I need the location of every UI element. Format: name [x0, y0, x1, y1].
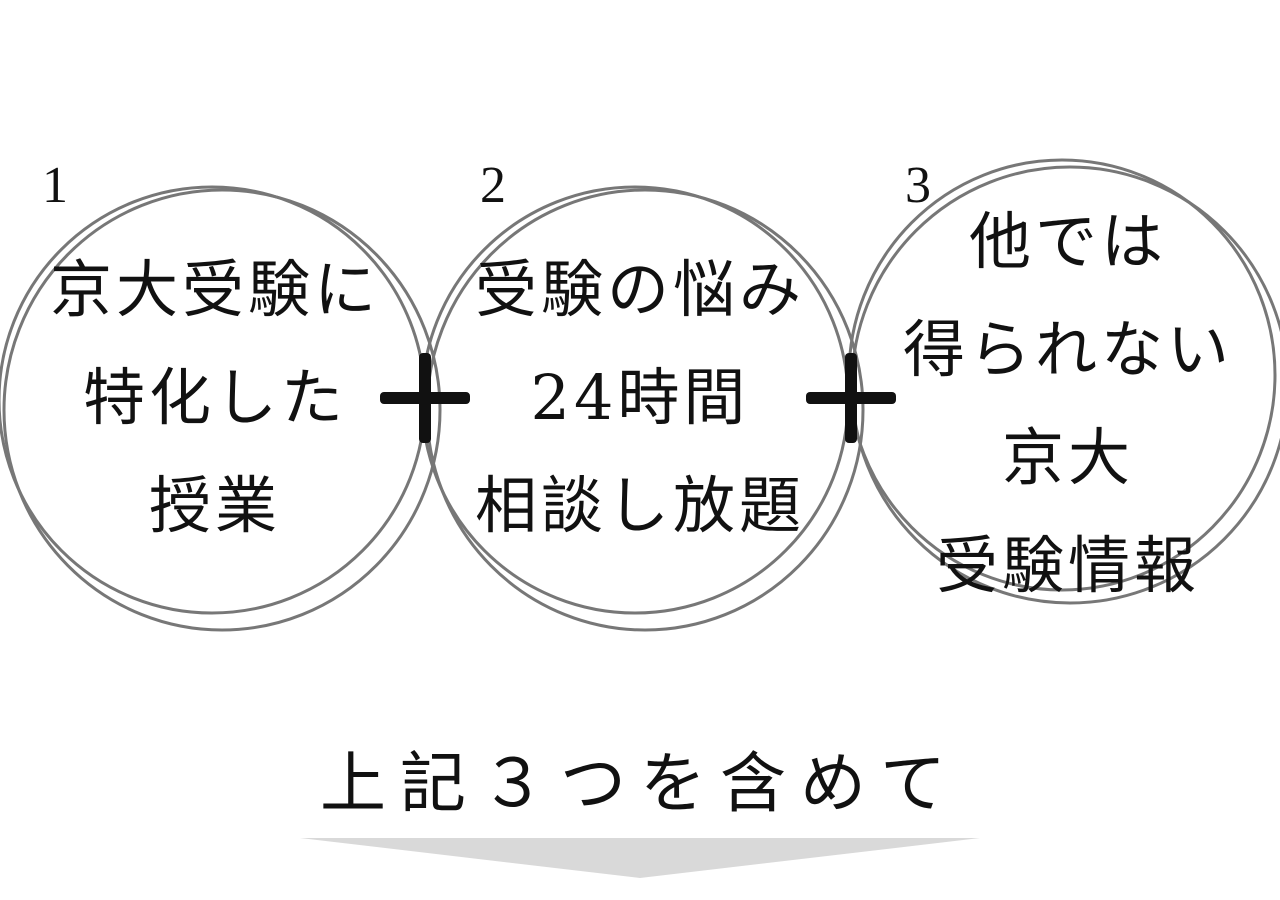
circle-3-line: 他では	[968, 205, 1168, 278]
circle-2-text: 受験の悩み 24時間 相談し放題	[475, 236, 805, 560]
step-number-1: 1	[42, 157, 68, 214]
circle-2-line: 相談し放題	[474, 469, 806, 542]
circle-1-line: 特化した	[82, 361, 348, 434]
summary-heading: 上記３つを含めて	[320, 745, 960, 822]
circle-3-line: 京大	[1001, 421, 1135, 494]
down-arrow-icon	[300, 838, 980, 878]
circle-3-text: 他では 得られない 京大 受験情報	[903, 188, 1233, 620]
plus-icon	[380, 353, 470, 443]
circle-2-line: 受験の悩み	[474, 253, 806, 326]
step-number-3: 3	[905, 157, 931, 214]
circle-1-ring-b	[2, 188, 442, 632]
circle-3-line: 受験情報	[935, 529, 1201, 602]
circle-1-line: 京大受験に	[49, 253, 381, 326]
plus-icon	[806, 353, 896, 443]
circle-1-line: 授業	[148, 469, 282, 542]
circle-3-line: 得られない	[902, 313, 1234, 386]
step-number-2: 2	[480, 157, 506, 214]
circle-2-line: 24時間	[530, 361, 750, 434]
circle-1-text: 京大受験に 特化した 授業	[50, 236, 380, 560]
